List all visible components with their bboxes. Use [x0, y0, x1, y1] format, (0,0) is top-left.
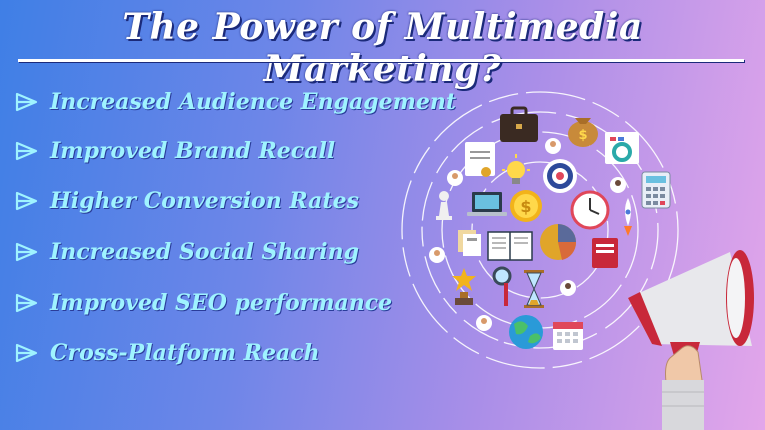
trophy-icon [452, 268, 476, 305]
list-item: Increased Social Sharing [14, 232, 359, 272]
briefcase-icon [500, 106, 538, 142]
arrow-icon [15, 92, 38, 112]
book-icon [487, 231, 533, 261]
certificate-icon [465, 142, 495, 177]
clock-icon [570, 190, 610, 230]
documents-icon [458, 230, 481, 256]
list-item: Improved Brand Recall [14, 131, 335, 171]
report-icon [605, 132, 639, 164]
chess-pawn-icon [436, 191, 452, 220]
bullet-text: Increased Audience Engagement [50, 89, 457, 115]
bullet-text: Improved SEO performance [50, 290, 393, 316]
list-item: Cross-Platform Reach [14, 333, 320, 373]
page-title: The Power of Multimedia Marketing? [122, 6, 643, 90]
list-item: Higher Conversion Rates [14, 181, 359, 221]
orbit-rings [401, 91, 679, 369]
hourglass-icon [524, 270, 544, 308]
bullet-text: Cross-Platform Reach [50, 340, 320, 366]
notebook-icon [592, 238, 618, 268]
svg-text:$: $ [578, 128, 587, 143]
money-bag-icon: $ [568, 118, 598, 147]
arrow-icon [15, 191, 38, 211]
bullet-text: Higher Conversion Rates [50, 188, 359, 214]
arrow-icon [15, 343, 38, 363]
marketing-illustration: $ [401, 91, 754, 430]
target-icon [543, 159, 577, 193]
pie-chart-icon [540, 224, 577, 260]
avatar-icon [429, 138, 626, 331]
bullet-text: Increased Social Sharing [50, 239, 359, 265]
globe-icon [509, 315, 543, 349]
svg-text:$: $ [520, 197, 531, 216]
rocket-icon [624, 198, 632, 236]
arrow-icon [15, 242, 38, 262]
megaphone-icon [628, 250, 754, 430]
bullet-text: Improved Brand Recall [50, 138, 336, 164]
list-item: Increased Audience Engagement [14, 82, 456, 122]
calculator-icon [641, 171, 671, 209]
arrow-icon [15, 141, 38, 161]
calendar-icon [553, 322, 583, 350]
lightbulb-icon [502, 154, 530, 184]
arrow-icon [15, 293, 38, 313]
title-underline [18, 59, 744, 62]
laptop-icon [467, 192, 507, 216]
list-item: Improved SEO performance [14, 283, 392, 323]
coin-icon: $ [510, 190, 542, 222]
magnifier-icon [492, 266, 512, 306]
